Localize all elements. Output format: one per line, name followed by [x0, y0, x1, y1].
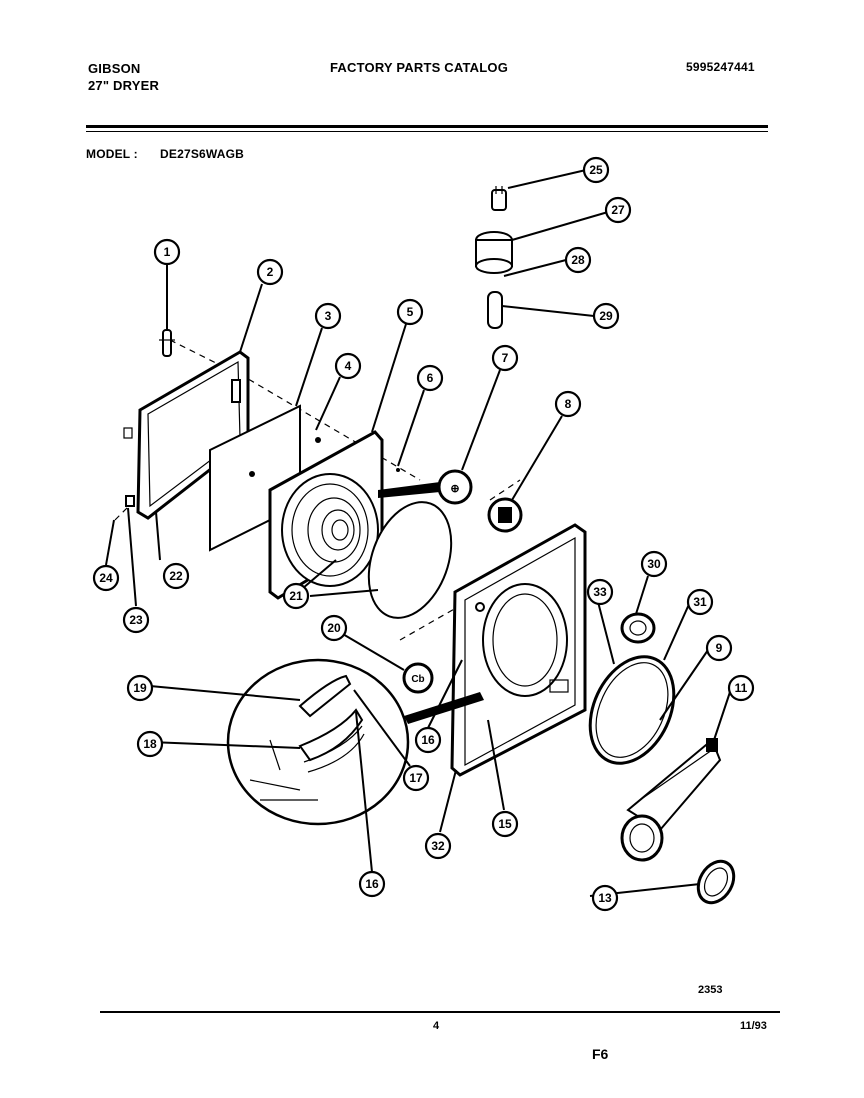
callout-4: 4 [334, 352, 362, 380]
door-latch-part: ⊕ [437, 469, 473, 505]
svg-text:18: 18 [143, 737, 157, 751]
svg-text:30: 30 [647, 557, 661, 571]
callout-1: 1 [153, 238, 181, 266]
svg-text:11: 11 [735, 681, 748, 695]
svg-text:24: 24 [99, 571, 113, 585]
callout-16b: 16 [358, 870, 386, 898]
svg-text:16: 16 [421, 733, 435, 747]
callout-25: 25 [582, 156, 610, 184]
callout-22: 22 [162, 562, 190, 590]
product-name: 27" DRYER [88, 78, 160, 93]
footer-rule [100, 1011, 780, 1013]
svg-text:29: 29 [599, 309, 613, 323]
svg-text:25: 25 [589, 163, 603, 177]
svg-text:8: 8 [565, 397, 572, 411]
magnifier-leader-band [404, 692, 484, 724]
callout-30: 30 [640, 550, 668, 578]
callout-33: 33 [586, 578, 614, 606]
svg-text:9: 9 [716, 641, 723, 655]
callout-6: 6 [416, 364, 444, 392]
door-gasket-ring [367, 501, 453, 619]
svg-text:16: 16 [365, 877, 379, 891]
svg-text:2: 2 [267, 265, 274, 279]
callout-24: 24 [92, 564, 120, 592]
callout-17: 17 [402, 764, 430, 792]
page-number: 4 [433, 1020, 440, 1032]
callout-21: 21 [282, 582, 310, 610]
drawing-number: 2353 [698, 984, 723, 996]
svg-text:4: 4 [345, 359, 352, 373]
detail-magnifier [226, 658, 410, 826]
svg-text:19: 19 [133, 681, 147, 695]
light-bulb-part [487, 291, 503, 329]
callout-2: 2 [256, 258, 284, 286]
model-number: DE27S6WAGB [160, 147, 245, 161]
catalog-title: FACTORY PARTS CATALOG [330, 60, 509, 75]
svg-text:21: 21 [289, 589, 303, 603]
svg-text:31: 31 [693, 595, 707, 609]
thermostat-part [491, 186, 507, 211]
callout-3: 3 [314, 302, 342, 330]
callout-31: 31 [686, 588, 714, 616]
date: 11/93 [740, 1020, 767, 1032]
svg-text:15: 15 [498, 817, 512, 831]
svg-text:17: 17 [409, 771, 423, 785]
callout-11: 11 [727, 674, 755, 702]
header-rule-thin [86, 131, 768, 132]
bulkhead-ring-inner [595, 662, 669, 758]
svg-text:20: 20 [327, 621, 341, 635]
front-panel [450, 523, 587, 777]
svg-text:6: 6 [427, 371, 434, 385]
callout-28: 28 [564, 246, 592, 274]
duct-collar [696, 859, 736, 905]
svg-text:33: 33 [593, 585, 607, 599]
svg-text:Cb: Cb [411, 674, 424, 685]
exhaust-duct [620, 738, 722, 862]
brand-name: GIBSON [88, 61, 141, 76]
svg-text:3: 3 [325, 309, 332, 323]
svg-text:13: 13 [598, 891, 612, 905]
svg-text:28: 28 [571, 253, 585, 267]
figure-label: F6 [592, 1046, 609, 1062]
bulb-socket-part [475, 231, 513, 274]
callout-13: 13 [591, 884, 619, 912]
svg-text:1: 1 [164, 245, 171, 259]
door-strike-part [487, 497, 523, 533]
bulkhead-ring [588, 655, 676, 765]
callout-7: 7 [491, 344, 519, 372]
callout-27: 27 [604, 196, 632, 224]
alignment-line [489, 479, 521, 501]
callout-32: 32 [424, 832, 452, 860]
callout-9: 9 [705, 634, 733, 662]
alignment-line [114, 504, 131, 521]
callout-8: 8 [554, 390, 582, 418]
callout-16a: 16 [414, 726, 442, 754]
callout-18: 18 [136, 730, 164, 758]
callout-19: 19 [126, 674, 154, 702]
svg-text:⊕: ⊕ [450, 483, 459, 495]
svg-text:7: 7 [502, 351, 509, 365]
door-switch-part: Cb [402, 662, 434, 694]
svg-text:5: 5 [407, 305, 414, 319]
callout-5: 5 [396, 298, 424, 326]
svg-text:23: 23 [129, 613, 143, 627]
callout-29: 29 [592, 302, 620, 330]
model-label: MODEL : [86, 147, 138, 161]
inner-door-panel [268, 430, 400, 600]
door-screw [125, 495, 135, 507]
leader-band [378, 482, 440, 498]
header-rule-thick [86, 125, 768, 128]
seal-part [620, 612, 656, 644]
callout-15: 15 [491, 810, 519, 838]
svg-text:32: 32 [431, 839, 445, 853]
hinge-part [159, 329, 175, 357]
catalog-number: 5995247441 [686, 60, 755, 74]
svg-text:22: 22 [169, 569, 183, 583]
svg-text:27: 27 [611, 203, 625, 217]
callout-20: 20 [320, 614, 348, 642]
callout-23: 23 [122, 606, 150, 634]
